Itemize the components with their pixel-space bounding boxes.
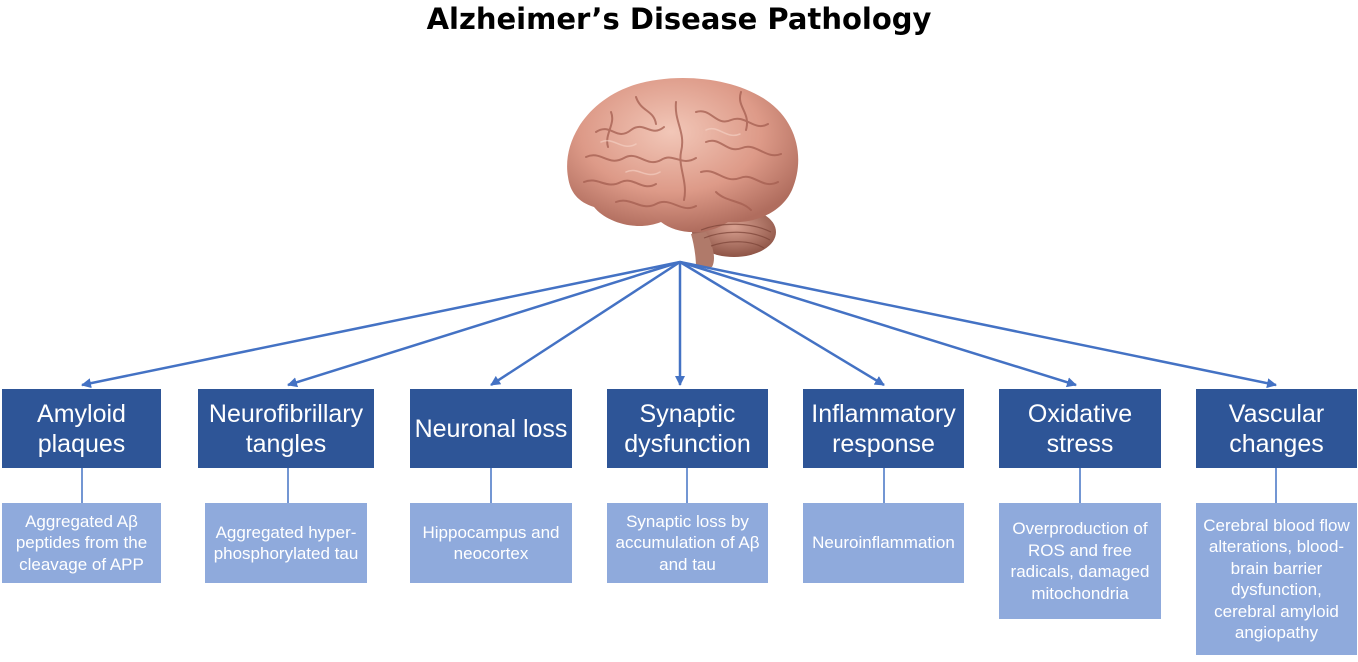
- category-label: dysfunction: [624, 429, 751, 458]
- detail-text: radicals, damaged: [1010, 562, 1150, 581]
- detail-text: mitochondria: [1031, 583, 1129, 603]
- brain-image: [567, 77, 799, 267]
- detail-text: neocortex: [453, 544, 529, 563]
- category-label: Inflammatory: [811, 399, 956, 428]
- detail-box-inflammatory-response: Neuroinflammation: [803, 503, 964, 583]
- category-label: changes: [1229, 429, 1324, 458]
- category-label: tangles: [245, 429, 327, 458]
- category-label: Neurofibrillary: [208, 399, 364, 428]
- detail-text: cleavage of APP: [19, 554, 144, 574]
- detail-text: cerebral amyloid: [1214, 601, 1339, 621]
- connector-arrow-5: [679, 260, 885, 387]
- category-label: plaques: [37, 429, 126, 458]
- detail-box-neurofibrillary-tangles: Aggregated hyper- phosphorylated tau: [205, 503, 367, 583]
- diagram-title: Alzheimer’s Disease Pathology: [426, 2, 932, 36]
- connector-arrow-2: [287, 260, 681, 388]
- connector-arrow-7: [679, 260, 1277, 389]
- connector-arrow-6: [679, 260, 1077, 388]
- detail-text: Aggregated hyper-: [215, 522, 357, 542]
- detail-text: Overproduction of: [1012, 519, 1148, 538]
- detail-text: Aggregated Aβ: [25, 511, 138, 531]
- detail-text: ROS and free: [1028, 540, 1132, 560]
- detail-text: angiopathy: [1234, 623, 1319, 642]
- detail-box-vascular-changes: Cerebral blood flow alterations, blood- …: [1196, 503, 1357, 655]
- detail-text: accumulation of Aβ: [615, 533, 760, 553]
- category-box-neuronal-loss: Neuronal loss: [410, 389, 572, 468]
- detail-text: Hippocampus and: [422, 522, 560, 542]
- detail-text: Cerebral blood flow: [1203, 515, 1350, 535]
- detail-text: brain barrier: [1230, 558, 1323, 578]
- detail-box-neuronal-loss: Hippocampus and neocortex: [410, 503, 572, 583]
- category-label: Amyloid: [37, 399, 126, 428]
- detail-text: Neuroinflammation: [812, 533, 955, 553]
- category-label: Oxidative: [1027, 399, 1133, 428]
- detail-text: Synaptic loss by: [626, 511, 749, 531]
- detail-box-oxidative-stress: Overproduction of ROS and free radicals,…: [999, 503, 1161, 619]
- detail-text: and tau: [659, 554, 716, 574]
- category-label: Neuronal loss: [414, 414, 568, 443]
- connector-arrow-1: [81, 260, 681, 389]
- detail-text: peptides from the: [15, 533, 148, 553]
- detail-box-amyloid-plaques: Aggregated Aβ peptides from the cleavage…: [2, 503, 161, 583]
- category-label: stress: [1046, 429, 1114, 458]
- detail-text: phosphorylated tau: [213, 544, 359, 563]
- detail-box-synaptic-dysfunction: Synaptic loss by accumulation of Aβ and …: [607, 503, 768, 583]
- connector-arrow-3: [490, 260, 681, 387]
- detail-text: dysfunction,: [1231, 580, 1322, 599]
- detail-text: alterations, blood-: [1208, 537, 1345, 556]
- category-label: Synaptic: [639, 399, 736, 428]
- category-label: Vascular: [1228, 399, 1325, 428]
- category-label: response: [832, 429, 935, 458]
